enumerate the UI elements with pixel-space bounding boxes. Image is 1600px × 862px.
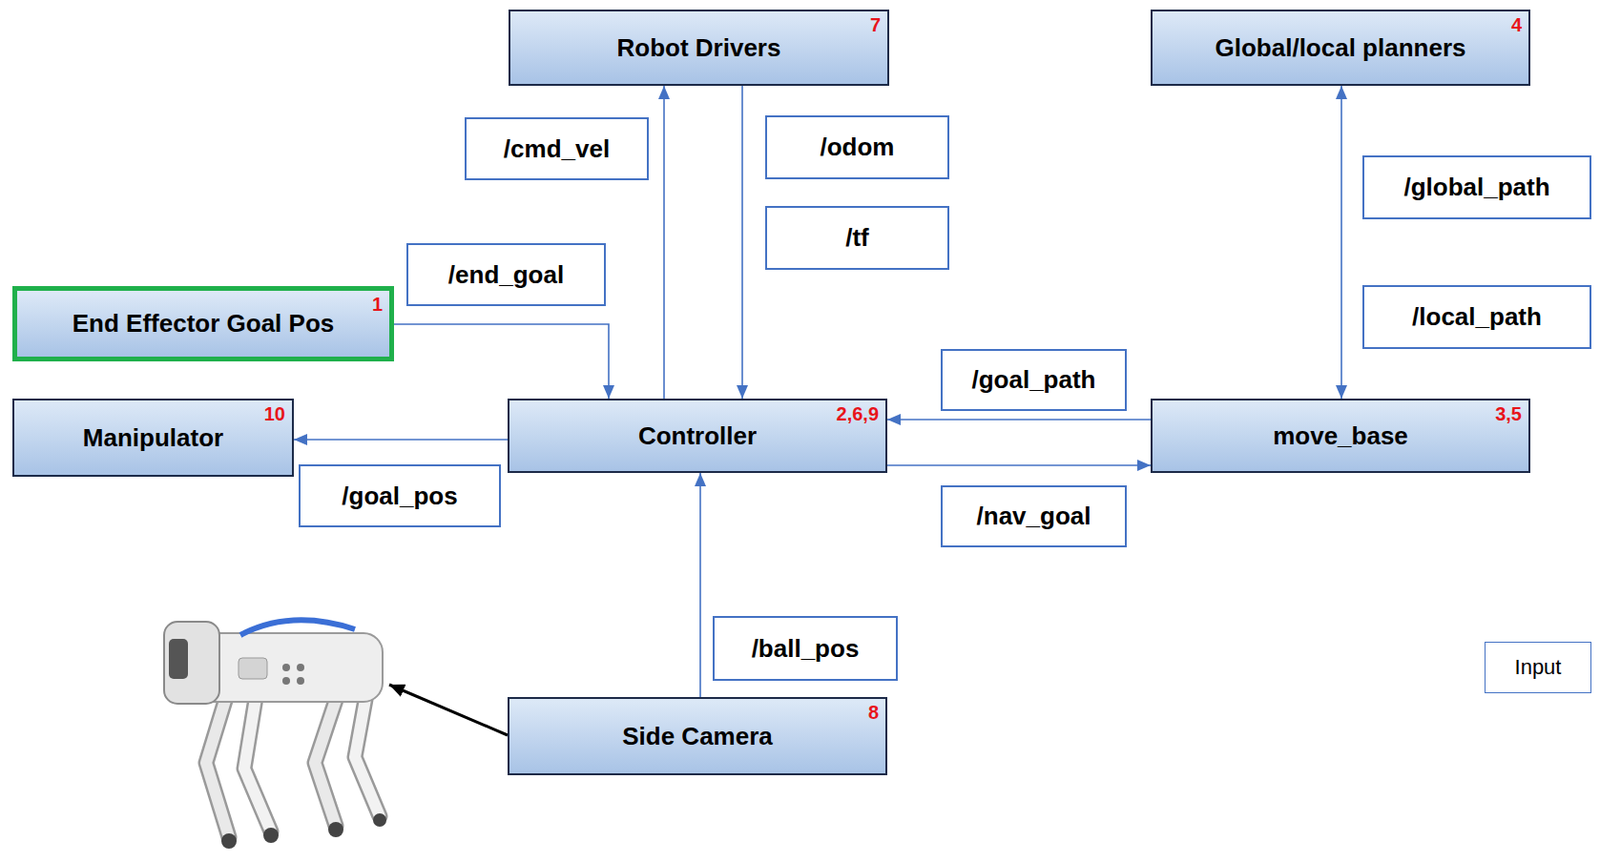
- goal-box: End Effector Goal Pos 1: [12, 286, 395, 362]
- box-label: move_base: [1272, 421, 1409, 452]
- box-label: Input: [1515, 655, 1562, 681]
- input-box: Input: [1484, 642, 1592, 694]
- callout-number: 3,5: [1495, 403, 1522, 426]
- process-box: move_base 3,5: [1150, 398, 1531, 474]
- connector-arrow: [663, 85, 665, 399]
- box-label: /cmd_vel: [503, 134, 610, 165]
- box-label: /ball_pos: [751, 634, 860, 665]
- box-label: /tf: [845, 223, 870, 253]
- box-label: /odom: [820, 132, 895, 163]
- box-label: Robot Drivers: [617, 33, 782, 63]
- topic-box: /global_path: [1362, 155, 1592, 220]
- process-box: Side Camera 8: [507, 697, 888, 776]
- topic-box: /goal_path: [940, 349, 1127, 412]
- connector-arrow: [394, 324, 609, 399]
- topic-box: /goal_pos: [298, 464, 501, 528]
- callout-number: 7: [870, 14, 881, 37]
- connector-arrow: [741, 85, 744, 399]
- connector-arrow: [293, 438, 508, 441]
- topic-box: /tf: [765, 206, 950, 271]
- box-label: Controller: [638, 421, 757, 452]
- callout-number: 10: [264, 403, 286, 426]
- box-label: /nav_goal: [976, 501, 1092, 532]
- box-label: /local_path: [1412, 302, 1542, 333]
- topic-box: /nav_goal: [940, 485, 1127, 548]
- process-box: Controller 2,6,9: [507, 398, 888, 474]
- box-label: End Effector Goal Pos: [72, 309, 335, 339]
- callout-number: 2,6,9: [836, 403, 879, 426]
- process-box: Robot Drivers 7: [508, 9, 890, 86]
- box-label: /end_goal: [448, 260, 564, 291]
- box-label: Global/local planners: [1215, 33, 1467, 63]
- process-box: Manipulator 10: [12, 398, 294, 478]
- box-label: /goal_pos: [341, 481, 458, 512]
- topic-box: /odom: [765, 115, 950, 180]
- callout-number: 1: [372, 293, 383, 316]
- connector-arrow: [1340, 85, 1343, 399]
- box-label: Side Camera: [622, 722, 773, 752]
- topic-box: /cmd_vel: [464, 117, 649, 181]
- connector-arrow: [699, 473, 702, 698]
- connector-arrow: [887, 464, 1151, 467]
- pointer-arrow: [389, 685, 508, 736]
- topic-box: /ball_pos: [712, 616, 898, 682]
- quadruped-robot: [164, 620, 387, 850]
- topic-box: /local_path: [1362, 285, 1592, 350]
- box-label: /goal_path: [971, 365, 1096, 395]
- callout-number: 4: [1511, 14, 1522, 37]
- process-box: Global/local planners 4: [1150, 9, 1531, 86]
- box-label: /global_path: [1403, 172, 1550, 203]
- topic-box: /end_goal: [406, 243, 606, 307]
- callout-number: 8: [868, 702, 879, 725]
- box-label: Manipulator: [83, 423, 224, 454]
- connector-arrow: [887, 418, 1151, 421]
